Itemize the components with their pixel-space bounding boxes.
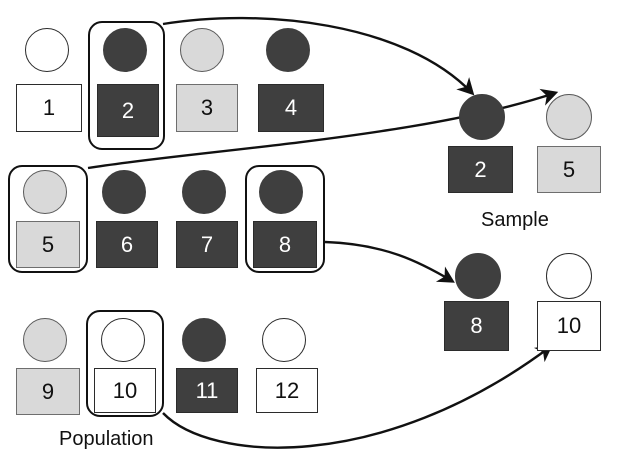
unit-circle (459, 94, 505, 140)
unit-circle (259, 170, 303, 214)
population-unit-9[interactable]: 9 (16, 318, 84, 418)
population-selection-8[interactable] (245, 165, 325, 273)
unit-value-box: 2 (97, 84, 159, 137)
population-unit-3[interactable]: 3 (176, 28, 244, 132)
unit-value-box: 9 (16, 368, 80, 415)
population-unit-8[interactable]: 8 (253, 170, 321, 270)
population-unit-10[interactable]: 10 (94, 318, 162, 418)
population-unit-2[interactable]: 2 (97, 28, 165, 137)
population-unit-4[interactable]: 4 (258, 28, 326, 132)
population-selection-2[interactable] (88, 21, 165, 150)
unit-circle (103, 28, 147, 72)
population-unit-12[interactable]: 12 (256, 318, 324, 418)
unit-value-box: 5 (16, 221, 80, 268)
unit-circle (182, 170, 226, 214)
sample-caption: Sample (481, 209, 549, 231)
unit-value-box: 2 (448, 146, 513, 193)
unit-value-box: 8 (253, 221, 317, 268)
unit-circle (23, 318, 67, 362)
population-selection-10[interactable] (86, 310, 164, 417)
unit-value-box: 11 (176, 368, 238, 413)
population-caption: Population (59, 428, 154, 450)
unit-circle (102, 170, 146, 214)
unit-circle (101, 318, 145, 362)
unit-value-box: 3 (176, 84, 238, 132)
sample-unit-8[interactable]: 8 (444, 253, 512, 353)
unit-value-box: 8 (444, 301, 509, 351)
unit-circle (180, 28, 224, 72)
unit-circle (23, 170, 67, 214)
sample-unit-2[interactable]: 2 (448, 94, 516, 194)
unit-value-box: 12 (256, 368, 318, 413)
population-selection-5[interactable] (8, 165, 88, 273)
population-unit-1[interactable]: 1 (16, 28, 84, 132)
population-unit-11[interactable]: 11 (176, 318, 244, 418)
sample-unit-10[interactable]: 10 (537, 253, 605, 353)
unit-value-box: 5 (537, 146, 601, 193)
unit-value-box: 4 (258, 84, 324, 132)
unit-value-box: 1 (16, 84, 82, 132)
unit-value-box: 6 (96, 221, 158, 268)
unit-circle (266, 28, 310, 72)
unit-value-box: 7 (176, 221, 238, 268)
population-unit-6[interactable]: 6 (96, 170, 164, 270)
unit-value-box: 10 (94, 368, 156, 413)
unit-circle (25, 28, 69, 72)
unit-circle (182, 318, 226, 362)
sample-unit-5[interactable]: 5 (537, 94, 605, 194)
unit-value-box: 10 (537, 301, 601, 351)
population-unit-5[interactable]: 5 (16, 170, 84, 270)
unit-circle (546, 253, 592, 299)
unit-circle (455, 253, 501, 299)
unit-circle (262, 318, 306, 362)
unit-circle (546, 94, 592, 140)
population-unit-7[interactable]: 7 (176, 170, 244, 270)
arrow-8-to-sample (324, 240, 455, 283)
